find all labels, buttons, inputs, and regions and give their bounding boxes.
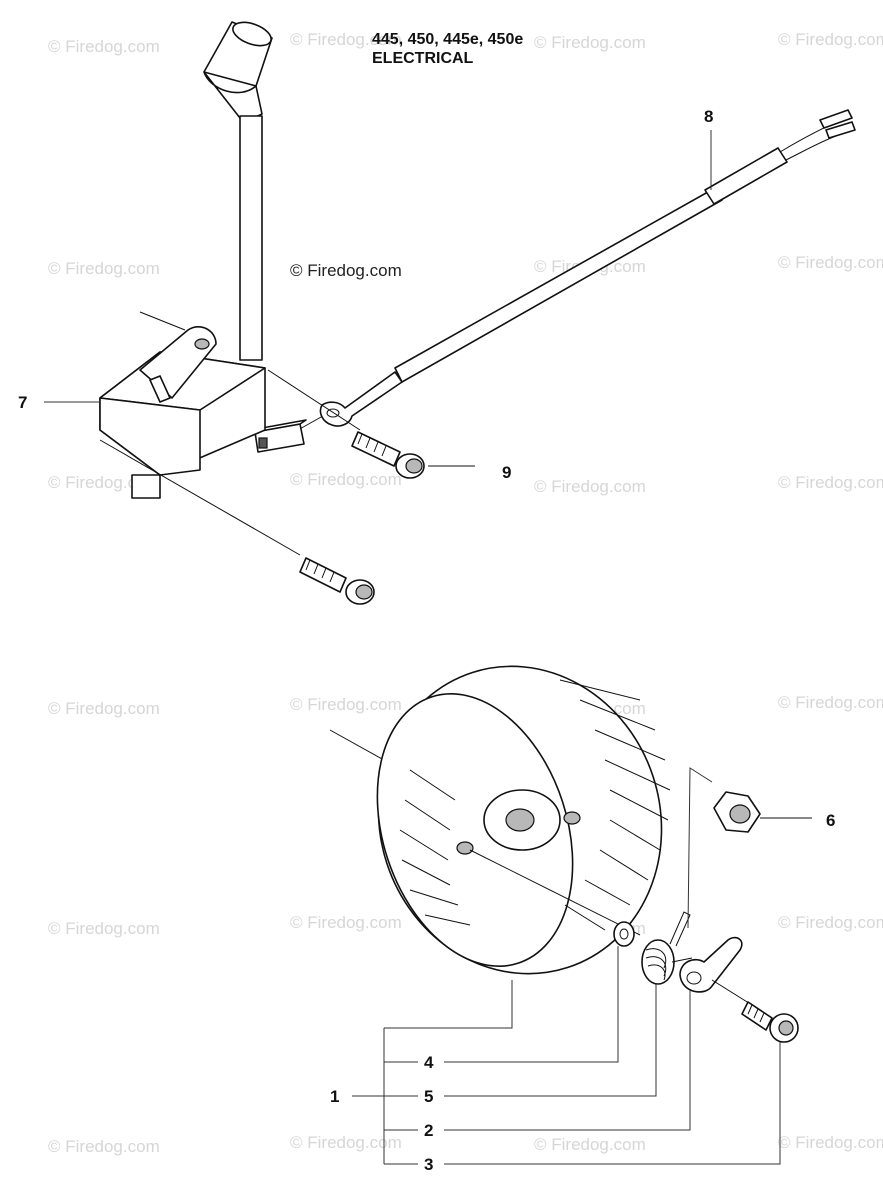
watermark: © Firedog.com [534,33,646,52]
watermark: © Firedog.com [534,1135,646,1154]
callout-1: 1 [330,1087,339,1106]
watermark-grid: © Firedog.com © Firedog.com © Firedog.co… [48,30,883,1156]
watermark: © Firedog.com [778,473,883,492]
watermark: © Firedog.com [778,913,883,932]
watermark: © Firedog.com [48,699,160,718]
short-circuit-cable [254,109,856,453]
watermark: © Firedog.com [290,470,402,489]
callout-9: 9 [502,463,511,482]
diagram-title: 445, 450, 445e, 450e ELECTRICAL [372,31,523,67]
pawl-screw [711,979,799,1043]
callout-5: 5 [424,1087,433,1106]
callout-7: 7 [18,393,27,412]
callout-2: 2 [424,1121,433,1140]
nut [713,791,812,833]
watermark: © Firedog.com [48,919,160,938]
watermark: © Firedog.com [534,477,646,496]
flywheel [329,665,671,975]
watermark: © Firedog.com [290,1133,402,1152]
spring [641,911,693,985]
title-models: 445, 450, 445e, 450e [372,31,523,48]
callout-3: 3 [424,1155,433,1174]
callout-labels: 7 8 9 6 4 1 5 2 3 [18,107,835,1174]
ignition-screw-lower [99,439,375,605]
callout-6: 6 [826,811,835,830]
pawl [679,936,743,993]
watermark: © Firedog.com [48,37,160,56]
washer [613,921,635,947]
watermark: © Firedog.com [290,913,402,932]
leader-pawl-group [687,767,713,929]
callout-8: 8 [704,107,713,126]
ignition-module [99,21,273,499]
title-section: ELECTRICAL [372,50,474,67]
watermark: © Firedog.com [778,693,883,712]
callout-4: 4 [424,1053,434,1072]
ignition-screw-upper [267,369,475,479]
center-watermark: © Firedog.com [290,261,402,280]
watermark: © Firedog.com [778,1133,883,1152]
watermark: © Firedog.com [48,1137,160,1156]
callout-leaders [44,130,781,1165]
watermark: © Firedog.com [778,253,883,272]
watermark: © Firedog.com [48,259,160,278]
watermark: © Firedog.com [290,695,402,714]
watermark: © Firedog.com [778,30,883,49]
watermark: © Firedog.com [290,30,402,49]
